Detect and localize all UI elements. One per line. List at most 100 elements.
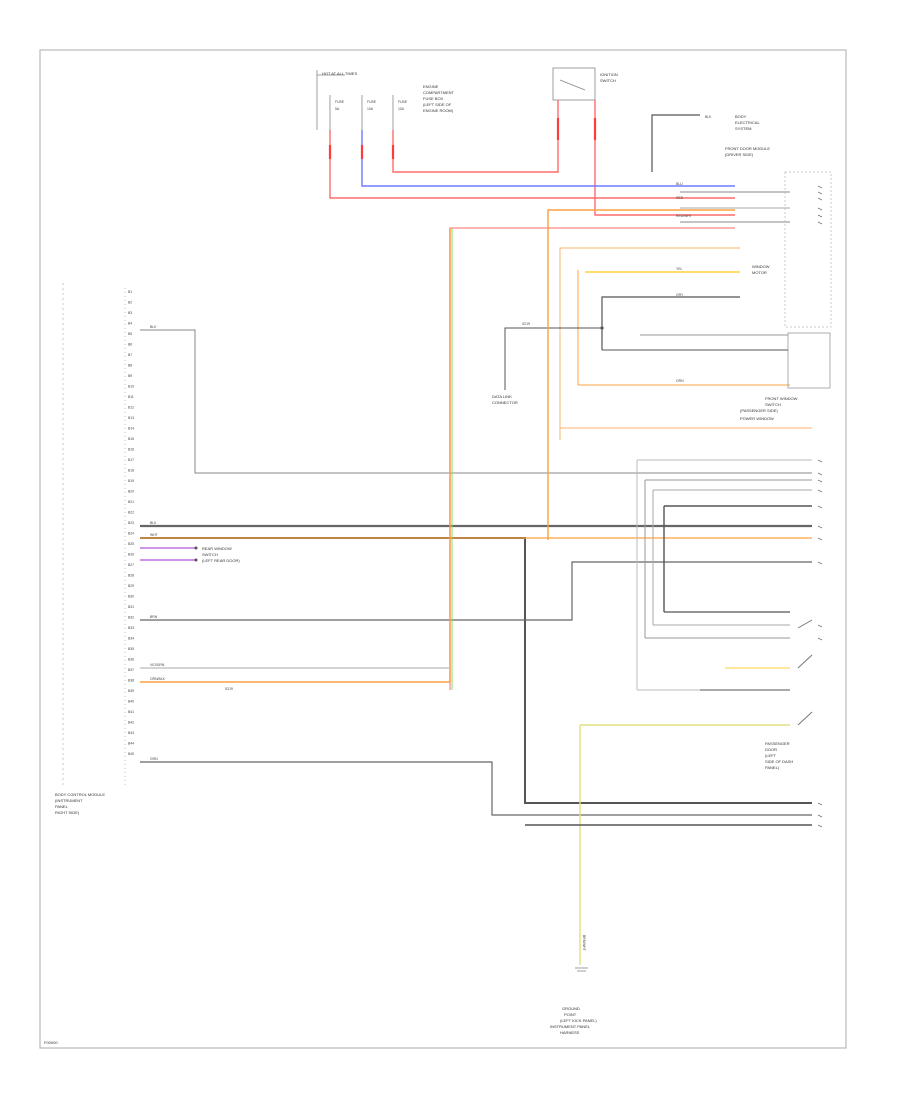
connector-tick-18 bbox=[817, 814, 823, 818]
wire-label-bcm-7: GRN bbox=[150, 757, 158, 761]
footer-code: F00000 bbox=[44, 1040, 58, 1045]
connector-tick-5 bbox=[817, 214, 823, 218]
bcm-label-1: BODY CONTROL MODULE bbox=[55, 792, 105, 797]
bottom-ground: BRN/WHT GROUND POINT (LEFT KICK PANEL) I… bbox=[550, 935, 597, 1035]
connector-tick-13 bbox=[817, 537, 823, 541]
wire-label-bcm-3: WHT bbox=[150, 533, 158, 537]
fuse-box-label-4: (LEFT SIDE OF bbox=[423, 102, 452, 107]
front-door-module-label-1: FRONT DOOR MODULE bbox=[725, 146, 770, 151]
data-link-label-2: CONNECTOR bbox=[492, 400, 518, 405]
connector-tick-3 bbox=[817, 197, 823, 201]
fuse-1: FUSE 5A bbox=[329, 95, 345, 130]
window-motor-label-2: MOTOR bbox=[752, 270, 767, 275]
ground-label-1: GROUND bbox=[562, 1006, 580, 1011]
bcm-pin-37: B37 bbox=[128, 668, 134, 672]
bcm-pin-14: B14 bbox=[128, 427, 134, 431]
connector-tick-12 bbox=[817, 525, 823, 529]
bcm-pin-45: B45 bbox=[128, 752, 134, 756]
front-window-switch-label-1: FRONT WINDOW bbox=[765, 396, 798, 401]
front-window-switch-label-2: SWITCH bbox=[765, 402, 781, 407]
bcm-pin-29: B29 bbox=[128, 584, 134, 588]
connector-tick-9 bbox=[817, 479, 823, 483]
fuse-1-rating: 5A bbox=[335, 107, 340, 111]
bcm-pin-43: B43 bbox=[128, 731, 134, 735]
bcm-pin-23: B23 bbox=[128, 521, 134, 525]
fuse-3: FUSE 10A bbox=[392, 95, 408, 130]
fuse-3-label: FUSE bbox=[398, 100, 408, 104]
ground-label-4: INSTRUMENT PANEL bbox=[550, 1024, 591, 1029]
fuse-box-label-2: COMPARTMENT bbox=[423, 90, 455, 95]
diagram-frame bbox=[39, 49, 847, 1049]
bcm-pin-19: B19 bbox=[128, 479, 134, 483]
bcm-pin-35: B35 bbox=[128, 647, 134, 651]
right-bus-wires: PASSENGER DOOR (LEFT SIDE OF DASH PANEL) bbox=[525, 459, 813, 965]
fuse-box-group: HOT AT ALL TIMES FUSE 5A FUSE 10A FUSE 1… bbox=[316, 70, 455, 130]
bcm-pin-30: B30 bbox=[128, 595, 134, 599]
ignition-switch: IGNITION SWITCH bbox=[552, 67, 618, 101]
front-door-module: BLK FRONT DOOR MODULE (DRIVER SIDE) BODY… bbox=[651, 114, 832, 328]
wire-label-bcm-6: ORN/BLK bbox=[150, 677, 166, 681]
fuse-box-label-3: FUSE BOX bbox=[423, 96, 444, 101]
ignition-switch-label-2: SWITCH bbox=[600, 78, 616, 83]
wire-label-bcm-1: BLK bbox=[150, 325, 157, 329]
bcm-pin-25: B25 bbox=[128, 542, 134, 546]
bcm-pin-39: B39 bbox=[128, 689, 134, 693]
fuse-box-label-1: ENGINE bbox=[423, 84, 439, 89]
ground-right-label-2: ELECTRICAL bbox=[735, 120, 760, 125]
bcm-pin-17: B17 bbox=[128, 458, 134, 462]
fuse-2: FUSE 10A bbox=[361, 95, 377, 130]
rear-window-label-2: SWITCH bbox=[202, 552, 218, 557]
front-door-module-label-2: (DRIVER SIDE) bbox=[725, 152, 754, 157]
connector-tick-4 bbox=[817, 207, 823, 211]
door-module-wires: BLU RED RED/WHT bbox=[676, 182, 790, 223]
connector-tick-17 bbox=[817, 802, 823, 806]
bcm-pin-9: B9 bbox=[128, 374, 132, 378]
passenger-door-label-3: (LEFT bbox=[765, 753, 777, 758]
ground-label-2: POINT bbox=[564, 1012, 577, 1017]
ignition-switch-label-1: IGNITION bbox=[600, 72, 618, 77]
bcm-pin-20: B20 bbox=[128, 490, 134, 494]
connector-tick-19 bbox=[817, 824, 823, 828]
connector-tick-2 bbox=[817, 191, 823, 195]
hot-at-all-times-label: HOT AT ALL TIMES bbox=[322, 71, 357, 76]
bcm-label-4: RIGHT SIDE) bbox=[55, 810, 80, 815]
bcm-pin-3: B3 bbox=[128, 311, 132, 315]
wire-label-gry: GRY bbox=[676, 293, 684, 297]
wire-label-yellow: YEL bbox=[676, 267, 683, 271]
fuse-box-label-5: ENGINE ROOM) bbox=[423, 108, 454, 113]
bcm-pin-40: B40 bbox=[128, 700, 134, 704]
bcm-pin-list: B1B2B3B4B5B6B7B8B9B10B11B12B13B14B15B16B… bbox=[128, 290, 134, 756]
passenger-door-label-4: SIDE OF DASH bbox=[765, 759, 793, 764]
connector-tick-15 bbox=[817, 624, 823, 628]
ground-wire-label: BRN/WHT bbox=[582, 935, 586, 951]
window-motor-label-1: WINDOW bbox=[752, 264, 770, 269]
connector-tick-11 bbox=[817, 505, 823, 509]
power-window-label-1: POWER WINDOW bbox=[740, 416, 774, 421]
rear-window-label-1: REAR WINDOW bbox=[202, 546, 232, 551]
bcm-pin-5: B5 bbox=[128, 332, 132, 336]
right-connector-ticks bbox=[817, 185, 823, 828]
bcm-pin-22: B22 bbox=[128, 511, 134, 515]
front-window-switch-label-3: (PASSENGER SIDE) bbox=[740, 408, 778, 413]
bcm-pin-27: B27 bbox=[128, 563, 134, 567]
wire-label-red-wht: RED/WHT bbox=[676, 214, 692, 218]
connector-tick-6 bbox=[817, 221, 823, 225]
connector-tick-16 bbox=[817, 637, 823, 641]
bcm-pin-21: B21 bbox=[128, 500, 134, 504]
connector-tick-10 bbox=[817, 489, 823, 493]
ground-label-5: HARNESS bbox=[560, 1030, 580, 1035]
bcm-pin-36: B36 bbox=[128, 658, 134, 662]
passenger-door-label-2: DOOR bbox=[765, 747, 777, 752]
ground-right-label-1: BODY bbox=[735, 114, 747, 119]
bcm-pin-13: B13 bbox=[128, 416, 134, 420]
bcm-pin-11: B11 bbox=[128, 395, 134, 399]
bcm-pin-18: B18 bbox=[128, 469, 134, 473]
bcm-pin-26: B26 bbox=[128, 553, 134, 557]
bcm-pin-10: B10 bbox=[128, 385, 134, 389]
bcm-pin-38: B38 bbox=[128, 679, 134, 683]
bcm-pin-15: B15 bbox=[128, 437, 134, 441]
bcm-pin-32: B32 bbox=[128, 616, 134, 620]
bcm-pin-41: B41 bbox=[128, 710, 134, 714]
bcm-pin-2: B2 bbox=[128, 301, 132, 305]
